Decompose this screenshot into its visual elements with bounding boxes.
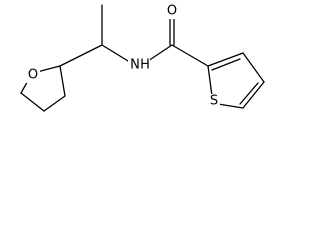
- bond-th-inner-c2-c3: [211, 58, 241, 71]
- bond-th-c4-c5: [242, 81, 265, 109]
- bond-th-inner-c4-c5: [239, 82, 259, 105]
- bond-thf-c2-c3: [59, 65, 66, 97]
- bond-c2-ch: [59, 44, 103, 67]
- bond-thf-c3-c4: [43, 95, 66, 112]
- amide-oxygen-label: O: [167, 4, 177, 19]
- bond-thf-o-c2: [36, 65, 61, 73]
- bond-carbonyl-thiophene: [171, 44, 209, 67]
- bond-thf-c4-c5: [20, 92, 45, 112]
- bond-th-c5-s: [217, 103, 244, 109]
- bond-ch-n: [101, 44, 129, 62]
- bond-n-carbonyl-c: [147, 44, 173, 62]
- atom-amide-oxygen: O: [165, 4, 179, 19]
- atom-sulfur: S: [207, 94, 220, 109]
- atom-ring-oxygen: O: [26, 68, 40, 83]
- bond-th-s-c2: [207, 65, 213, 97]
- atom-nitrogen: N H: [128, 58, 150, 73]
- nitrogen-label: N: [130, 58, 140, 73]
- ring-oxygen-label: O: [28, 68, 38, 83]
- nitrogen-hydrogen-label: H: [140, 58, 150, 73]
- molecule-structure: O O N H S: [20, 4, 265, 112]
- sulfur-label: S: [210, 94, 218, 109]
- bond-th-c3-c4: [242, 52, 265, 83]
- bond-th-c2-c3: [207, 52, 244, 67]
